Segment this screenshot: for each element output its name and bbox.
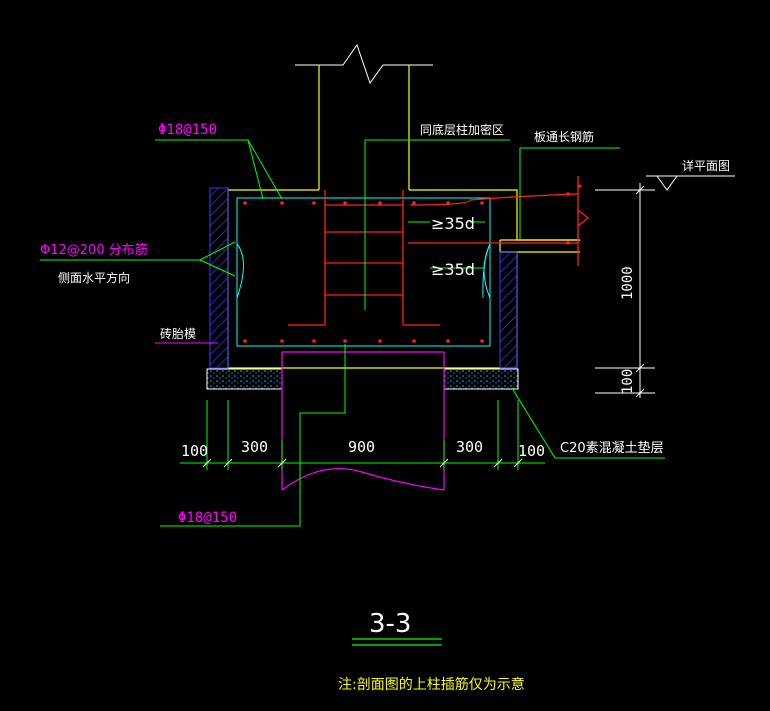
red-rebars	[288, 176, 590, 326]
slab-rebar-label: 板通长钢筋	[534, 129, 594, 144]
side-rebar-label: Φ12@200 分布筋	[40, 242, 148, 258]
column-dense-label: 同底层柱加密区	[420, 122, 504, 137]
brick-formwork	[209, 187, 518, 369]
column-break-line	[295, 43, 433, 85]
dim-300-right: 300	[456, 438, 483, 456]
rebar-dots	[243, 184, 582, 343]
leader-lines	[40, 139, 665, 527]
dim-100-right: 100	[518, 442, 545, 460]
dim-100-left: 100	[181, 442, 208, 460]
anchor-length-label-2: ≥35d	[431, 260, 475, 279]
height-1000-label: 1000	[620, 266, 636, 300]
top-rebar-label: Φ18@150	[158, 122, 217, 138]
dimension-ticks	[202, 458, 523, 468]
section-title: 3-3	[369, 609, 411, 639]
column-outline	[318, 65, 410, 190]
concrete-cushion	[206, 368, 519, 390]
bottom-rebar-label: Φ18@150	[178, 510, 237, 526]
anchor-length-label-1: ≥35d	[431, 214, 475, 233]
plan-ref-label: 详平面图	[682, 158, 730, 173]
section-title-underline	[352, 638, 442, 646]
level-symbol	[646, 175, 735, 191]
height-100-label: 100	[620, 369, 636, 394]
dim-300-left: 300	[241, 438, 268, 456]
side-direction-label: 侧面水平方向	[58, 270, 130, 285]
cushion-label: C20素混凝土垫层	[560, 440, 664, 456]
dim-900: 900	[348, 438, 375, 456]
pile-outline	[281, 351, 445, 491]
anchor-hooks	[482, 243, 491, 299]
horizontal-dimension	[180, 400, 545, 470]
footnote: 注:剖面图的上柱插筋仅为示意	[338, 676, 525, 693]
vertical-dimension	[595, 183, 655, 398]
brick-formwork-label: 砖胎模	[160, 326, 196, 341]
